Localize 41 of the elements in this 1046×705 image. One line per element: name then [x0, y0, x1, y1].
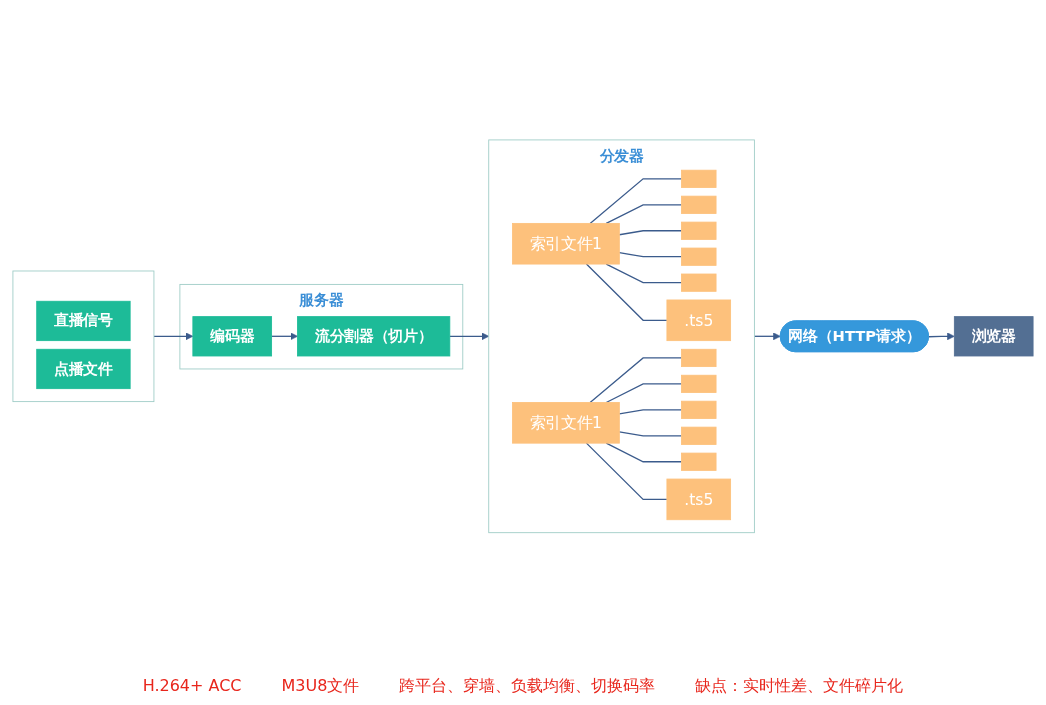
node-box: .ts5: [666, 479, 732, 521]
note-text: M3U8文件: [281, 675, 360, 698]
node-box: [681, 375, 717, 394]
connector: [618, 230, 683, 236]
node-box: [681, 273, 717, 293]
connector: [605, 204, 683, 225]
node-box: 索引文件1: [512, 223, 620, 265]
node-box: [681, 248, 717, 267]
cluster: [12, 270, 155, 403]
node-box: [681, 222, 717, 241]
arrow: [270, 332, 298, 341]
node-box: 索引文件1: [512, 402, 620, 444]
arrow: [153, 332, 194, 341]
arrow: [449, 332, 490, 341]
connector: [589, 178, 683, 225]
node-box: 直播信号: [36, 301, 131, 342]
node-box: 流分割器（切片）: [297, 316, 451, 357]
node-box: 点播文件: [36, 349, 131, 390]
node-box: .ts5: [666, 299, 732, 342]
node-box: [681, 196, 717, 215]
connector: [618, 252, 683, 258]
connector: [585, 442, 668, 501]
node-box: [681, 427, 717, 446]
connector: [618, 409, 683, 415]
node-box: 浏览器: [953, 316, 1034, 357]
arrow: [928, 332, 955, 341]
note-text: H.264+ ACC: [142, 675, 242, 698]
node-box: 编码器: [192, 316, 273, 357]
node-box: [681, 349, 717, 368]
node-box: [681, 170, 717, 189]
connector: [605, 442, 683, 463]
connector: [618, 431, 683, 437]
node-box: [681, 453, 717, 472]
connector: [585, 263, 668, 322]
note-text: 缺点：实时性差、文件碎片化: [695, 675, 904, 698]
connector: [605, 383, 683, 404]
arrow: [753, 332, 781, 341]
note-text: 跨平台、穿墙、负载均衡、切换码率: [399, 675, 656, 698]
node-box: [681, 401, 717, 420]
connector: [605, 263, 683, 284]
connector: [589, 357, 683, 404]
